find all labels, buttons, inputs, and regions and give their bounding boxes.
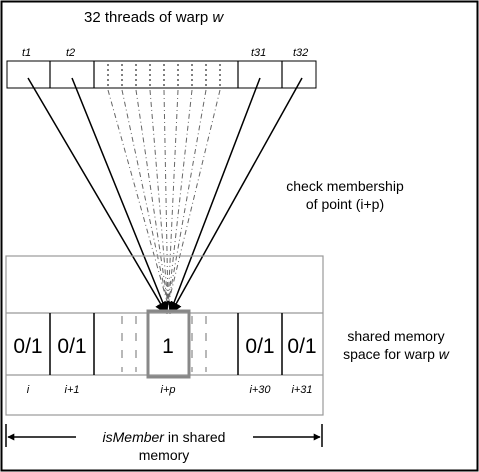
shared-memory-label-line1: shared memory: [347, 328, 444, 344]
membership-annotation-line2: of point (i+p): [306, 196, 384, 212]
thread-label-t2: t2: [66, 47, 75, 59]
thread-bar-dotted-dividers: [107, 64, 221, 86]
index-label-i-plus-31: i+31: [291, 384, 312, 396]
thread-arrows-solid: [27, 77, 303, 315]
index-label-i-plus-30: i+30: [249, 384, 271, 396]
arrow-t2: [71, 77, 169, 315]
cell-value-i-plus-31: 0/1: [287, 335, 316, 358]
thread-label-t32: t32: [293, 47, 308, 59]
thread-label-t1: t1: [22, 47, 31, 59]
index-label-i: i: [27, 384, 30, 396]
cell-value-i-plus-p: 1: [162, 335, 174, 358]
title: 32 threads of warp w: [84, 9, 224, 26]
thread-bar: [6, 60, 317, 89]
arrow-t1: [27, 77, 167, 315]
thread-label-t31: t31: [251, 47, 266, 59]
cell-value-i-plus-1: 0/1: [57, 335, 86, 358]
shared-memory-container: [5, 255, 324, 416]
highlighted-cell: [146, 309, 191, 379]
arrow-t31: [168, 77, 261, 315]
thread-arrows-dashed: [107, 89, 221, 306]
index-label-i-plus-p: i+p: [161, 384, 176, 396]
shared-memory-label-line2: space for warp w: [343, 346, 450, 362]
cell-value-i: 0/1: [13, 335, 42, 358]
span-label-line2: memory: [139, 447, 190, 463]
membership-annotation-line1: check membership: [286, 178, 404, 194]
index-label-i-plus-1: i+1: [65, 384, 80, 396]
memory-row: [6, 309, 323, 379]
span-arrow: [5, 424, 323, 447]
arrow-t32: [170, 77, 303, 315]
cell-value-i-plus-30: 0/1: [245, 335, 274, 358]
span-label-line1: isMember in shared: [103, 429, 226, 445]
